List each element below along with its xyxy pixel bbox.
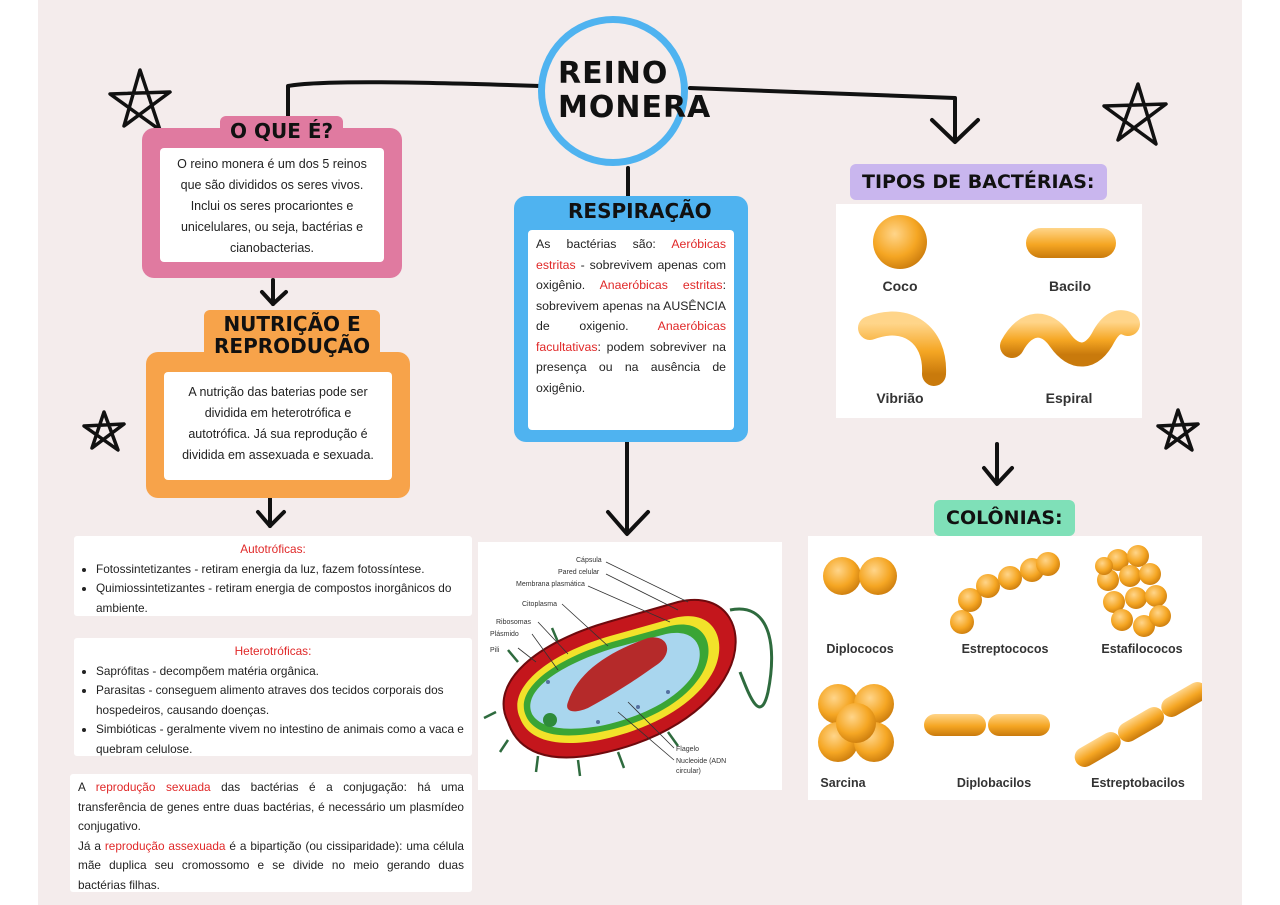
star-icon	[1102, 82, 1168, 146]
respiracao-tag: RESPIRAÇÃO	[558, 196, 722, 226]
estreptococos-icon	[950, 552, 1060, 634]
heterotroficas-note: Heterotróficas: Saprófitas - decompõem m…	[74, 638, 472, 756]
arrow-head-colonias	[982, 466, 1014, 486]
star-icon	[1156, 408, 1200, 452]
list-item: Saprófitas - decompõem matéria orgânica.	[96, 662, 464, 682]
nutricao-text: A nutrição das baterias pode ser dividid…	[164, 372, 392, 480]
heterotroficas-heading: Heterotróficas:	[234, 644, 312, 658]
cell-label-nucleoide-2: circular)	[676, 768, 701, 775]
title-circle: REINO MONERA	[538, 16, 712, 166]
cell-label-pili: Pili	[490, 647, 500, 654]
list-item: Parasitas - conseguem alimento atraves d…	[96, 681, 464, 720]
vibriao-icon	[858, 311, 947, 386]
tipo-label: Espiral	[1045, 390, 1093, 406]
cell-label-ribosomas: Ribosomas	[496, 619, 532, 626]
nutricao-tag: NUTRIÇÃO E REPRODUÇÃO	[204, 310, 381, 360]
cell-label-membrana: Membrana plasmática	[516, 581, 585, 588]
colonias-tag: COLÔNIAS:	[934, 500, 1075, 536]
espiral-icon	[1000, 310, 1140, 367]
arrow-head-cell	[606, 510, 650, 536]
page-title: REINO MONERA	[558, 56, 712, 125]
sarcina-icon	[818, 684, 894, 762]
oque-tag: O QUE É?	[220, 116, 344, 146]
list-item: Quimiossintetizantes - retiram energia d…	[96, 579, 464, 618]
nutricao-tag-line1: NUTRIÇÃO E	[223, 312, 361, 336]
reproducao-assexuada: Já a reprodução assexuada é a bipartição…	[78, 838, 464, 892]
tipo-label: Bacilo	[1048, 278, 1091, 294]
reproducao-sexuada: A reprodução sexuada das bactérias é a c…	[78, 780, 464, 833]
respiracao-text: As bactérias são: Aeróbicas estritas - s…	[528, 230, 734, 430]
arrow-head-nutricao	[260, 290, 288, 306]
cell-label-plasmido: Plásmido	[490, 631, 519, 638]
colonias-panel: Diplococos Estreptococos Estafilococos S…	[808, 536, 1202, 800]
diplobacilos-icon	[924, 714, 1050, 736]
star-icon	[82, 410, 126, 452]
cell-diagram-panel: Cápsula Pared celular Membrana plasmátic…	[478, 542, 782, 790]
tipos-illustrations	[858, 215, 1140, 386]
bacilo-icon	[1026, 228, 1116, 258]
star-icon	[108, 68, 172, 132]
tipo-label: Coco	[882, 278, 918, 294]
colonia-label: Estreptococos	[961, 642, 1049, 656]
cell-label-flagelo: Flagelo	[676, 746, 699, 753]
nutricao-tag-line2: REPRODUÇÃO	[214, 334, 371, 358]
colonia-label: Diplococos	[826, 642, 894, 656]
estafilococos-icon	[1095, 545, 1171, 637]
list-item: Fotossintetizantes - retiram energia da …	[96, 560, 464, 580]
coco-icon	[873, 215, 927, 269]
reproducao-note: A reprodução sexuada das bactérias é a c…	[70, 774, 472, 892]
arrow-head-tipos	[930, 118, 980, 144]
colonia-label: Estafilococos	[1101, 642, 1183, 656]
list-item: Simbióticas - geralmente vivem no intest…	[96, 720, 464, 759]
cell-label-nucleoide: Nucleoide (ADN	[676, 758, 726, 765]
colonia-label: Sarcina	[820, 776, 866, 790]
cell-label-capsula: Cápsula	[576, 557, 602, 564]
autotroficas-note: Autotróficas: Fotossintetizantes - retir…	[74, 536, 472, 616]
tipo-label: Vibrião	[876, 390, 924, 406]
cell-label-citoplasma: Citoplasma	[522, 601, 557, 608]
tipos-tag: TIPOS DE BACTÉRIAS:	[850, 164, 1107, 200]
autotroficas-heading: Autotróficas:	[240, 542, 306, 556]
tipos-panel: Coco Bacilo Vibrião Espiral	[836, 204, 1142, 418]
colonia-label: Diplobacilos	[956, 776, 1032, 790]
estreptobacilos-icon	[1074, 682, 1202, 767]
colonias-illustrations	[818, 545, 1202, 767]
colonia-label: Estreptobacilos	[1091, 776, 1185, 790]
line-to-oque	[286, 80, 542, 120]
oque-text: O reino monera é um dos 5 reinos que são…	[160, 148, 384, 262]
diplococos-icon	[823, 557, 897, 595]
cell-label-pared: Pared celular	[558, 569, 600, 576]
line-to-tipos	[688, 86, 957, 142]
bacteria-cell-diagram: Cápsula Pared celular Membrana plasmátic…	[483, 557, 774, 777]
arrow-head-down-1	[256, 510, 286, 528]
